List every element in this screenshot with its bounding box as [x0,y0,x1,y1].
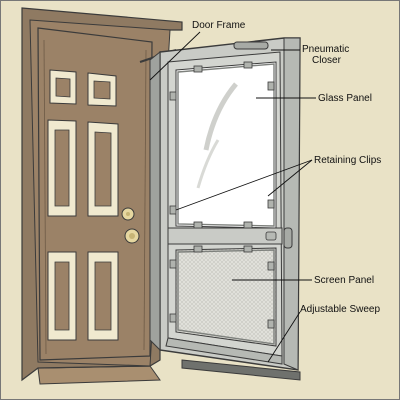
storm-door-edge [149,50,161,352]
label-pneumatic-closer-line2: Closer [312,55,341,66]
door-middle-panels [47,119,119,217]
adjustable-sweep-shape [181,359,301,381]
label-retaining-clips: Retaining Clips [314,155,382,166]
label-pneumatic-closer-line1: Pneumatic [302,44,350,55]
storm-door-bottom-rail [165,337,283,365]
pneumatic-closer-shape [233,41,269,50]
label-adjustable-sweep: Adjustable Sweep [300,304,381,315]
label-pneumatic-closer: Pneumatic Closer [302,44,349,66]
door-upper-panels [49,69,117,107]
retaining-clips-screen [169,245,275,329]
glass-panel-shape [175,61,277,229]
label-door-frame: Door Frame [192,20,246,31]
storm-door-mid-rail [167,227,283,245]
retaining-clips-glass [169,61,275,229]
door-lower-panels [47,251,119,341]
screen-panel-shape [175,247,277,347]
label-glass-panel: Glass Panel [318,93,372,104]
leader-lines [149,31,316,363]
storm-door-handle-icon [283,227,293,249]
label-screen-panel: Screen Panel [314,275,375,286]
